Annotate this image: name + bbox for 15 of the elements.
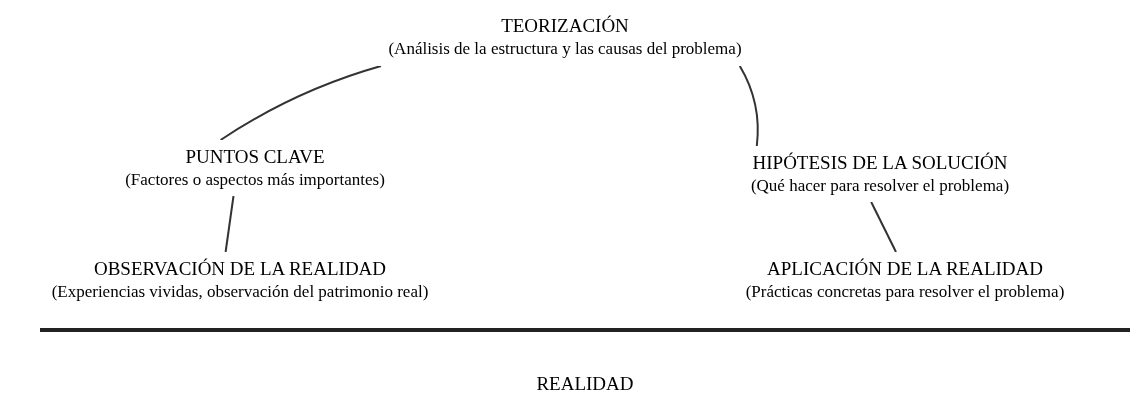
connector-line bbox=[224, 195, 235, 253]
stage-title: PUNTOS CLAVE bbox=[185, 145, 325, 169]
connector-line bbox=[738, 65, 759, 147]
stage-description: (Experiencias vividas, observación del patrimonio real) bbox=[51, 281, 429, 303]
base-label: REALIDAD bbox=[535, 372, 635, 396]
stage-title: OBSERVACIÓN DE LA REALIDAD bbox=[93, 257, 387, 281]
stage-description: (Qué hacer para resolver el problema) bbox=[750, 175, 1010, 197]
stage-title: TEORIZACIÓN bbox=[501, 14, 629, 38]
stage-title: APLICACIÓN DE LA REALIDAD bbox=[767, 257, 1043, 281]
connector-line bbox=[219, 65, 382, 141]
connector-line bbox=[870, 201, 897, 253]
stage-description: (Factores o aspectos más importantes) bbox=[125, 169, 385, 191]
stage-description: (Análisis de la estructura y las causas del problema) bbox=[388, 38, 742, 60]
stage-title: HIPÓTESIS DE LA SOLUCIÓN bbox=[752, 151, 1008, 175]
stage-description: (Prácticas concretas para resolver el problema) bbox=[745, 281, 1065, 303]
